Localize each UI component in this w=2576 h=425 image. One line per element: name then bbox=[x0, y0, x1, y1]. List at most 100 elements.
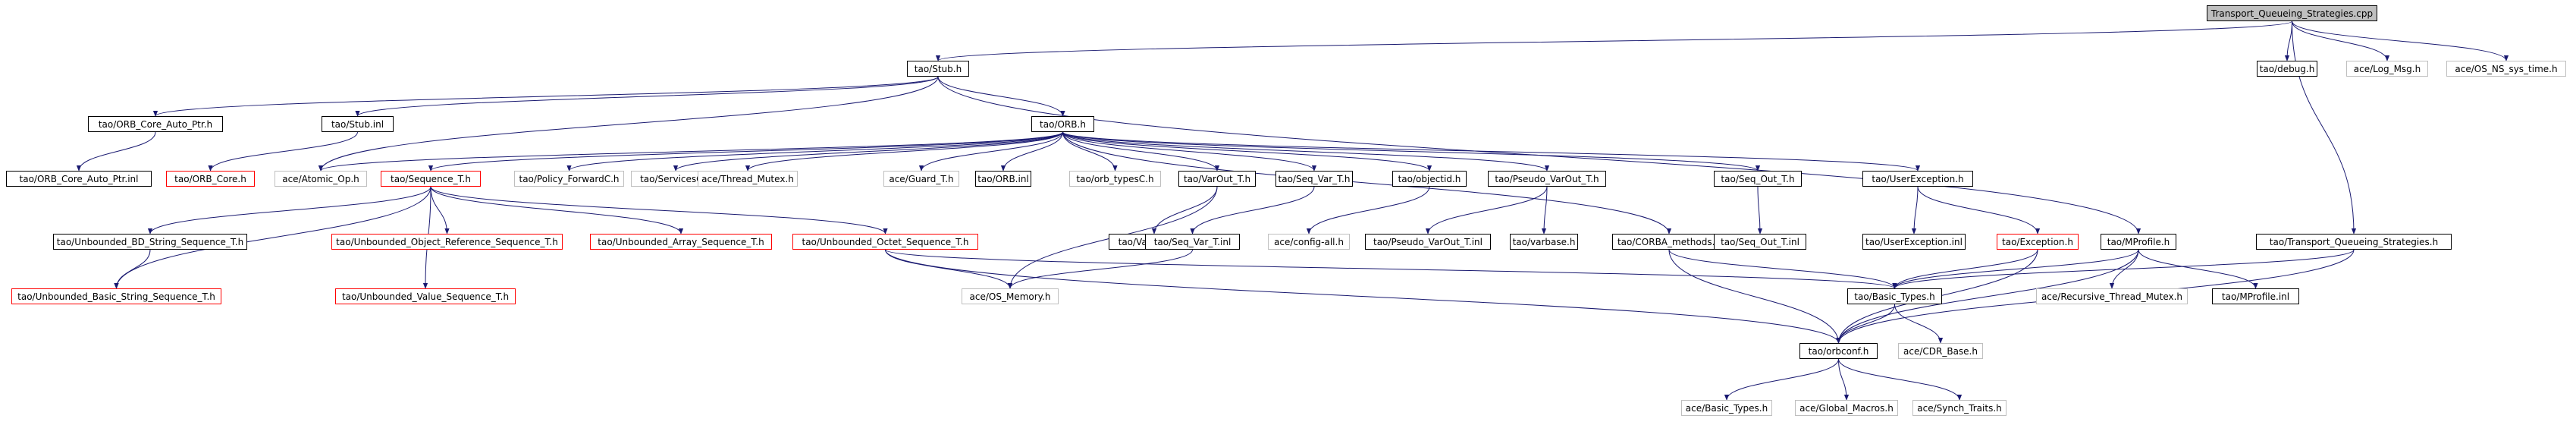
edge-pvarout-to-varbase bbox=[1541, 186, 1548, 235]
edge-orb_h-to-polfwd bbox=[566, 131, 1063, 172]
edge-orbconf-to-globm bbox=[1838, 358, 1850, 401]
edge-orb_h-to-thrmx bbox=[745, 131, 1063, 172]
edge-orb_h-to-seqT bbox=[428, 131, 1063, 172]
edge-orb_h-to-atomic bbox=[318, 131, 1063, 172]
edge-orb_h-to-corbam bbox=[1062, 131, 1672, 235]
node-ace-config-all-h: ace/config-all.h bbox=[1268, 234, 1350, 250]
node-tao-unbounded-object-reference-sequence-t-h[interactable]: tao/Unbounded_Object_Reference_Sequence_… bbox=[331, 234, 563, 250]
edge-stub_h-to-orb_h bbox=[937, 76, 1065, 117]
node-tao-mprofile-h[interactable]: tao/MProfile.h bbox=[2101, 234, 2176, 250]
edge-btypes-to-orbconf bbox=[1836, 304, 1895, 344]
edge-orbconf-to-acebt bbox=[1724, 358, 1839, 401]
node-tao-seq-var-t-inl[interactable]: tao/Seq_Var_T.inl bbox=[1145, 234, 1240, 250]
node-ace-log-msg-h: ace/Log_Msg.h bbox=[2346, 61, 2428, 77]
edge-seqout-to-seqoutinl bbox=[1757, 186, 1763, 235]
edge-orb_h-to-objid bbox=[1062, 131, 1432, 172]
edge-root-to-tqsh bbox=[2292, 20, 2357, 235]
edge-mprof-to-btypes bbox=[1892, 249, 2139, 289]
node-ace-thread-mutex-h: ace/Thread_Mutex.h bbox=[698, 171, 798, 187]
edge-orbconf-to-synch bbox=[1838, 358, 1963, 401]
node-tao-transport-queueing-strategies-h[interactable]: tao/Transport_Queueing_Strategies.h bbox=[2256, 234, 2452, 250]
node-tao-exception-h[interactable]: tao/Exception.h bbox=[1997, 234, 2079, 250]
edge-tqsh-to-btypes bbox=[1892, 249, 2355, 289]
edge-userex-to-userexinl bbox=[1911, 186, 1919, 235]
node-tao-orb-core-auto-ptr-h[interactable]: tao/ORB_Core_Auto_Ptr.h bbox=[88, 116, 223, 132]
node-tao-pseudo-varout-t-h[interactable]: tao/Pseudo_VarOut_T.h bbox=[1488, 171, 1606, 187]
node-tao-userexception-inl[interactable]: tao/UserException.inl bbox=[1862, 234, 1966, 250]
node-tao-orbconf-h[interactable]: tao/orbconf.h bbox=[1799, 343, 1878, 359]
node-ace-synch-traits-h: ace/Synch_Traits.h bbox=[1912, 400, 2007, 416]
node-tao-orb-typesc-h: tao/orb_typesC.h bbox=[1069, 171, 1161, 187]
node-tao-seq-out-t-h[interactable]: tao/Seq_Out_T.h bbox=[1714, 171, 1802, 187]
node-tao-orb-core-h[interactable]: tao/ORB_Core.h bbox=[166, 171, 255, 187]
edge-userex-to-excep bbox=[1917, 186, 2041, 235]
edge-uoct-to-orbconf bbox=[885, 249, 1841, 344]
edge-mprof-to-orbconf bbox=[1836, 249, 2139, 344]
node-tao-policy-forwardc-h: tao/Policy_ForwardC.h bbox=[514, 171, 624, 187]
edge-seqT-to-uobjref bbox=[430, 186, 450, 235]
node-tao-seq-var-t-h[interactable]: tao/Seq_Var_T.h bbox=[1275, 171, 1353, 187]
node-tao-pseudo-varout-t-inl[interactable]: tao/Pseudo_VarOut_T.inl bbox=[1365, 234, 1491, 250]
node-tao-basic-types-h[interactable]: tao/Basic_Types.h bbox=[1847, 288, 1942, 304]
node-tao-stub-h[interactable]: tao/Stub.h bbox=[907, 61, 969, 77]
edge-orb_h-to-guard bbox=[918, 131, 1063, 172]
edge-mprof-to-mprofinl bbox=[2138, 249, 2258, 289]
edge-root-to-ossys bbox=[2292, 20, 2509, 61]
node-tao-mprofile-inl[interactable]: tao/MProfile.inl bbox=[2212, 288, 2299, 304]
node-tao-orb-inl[interactable]: tao/ORB.inl bbox=[975, 171, 1031, 187]
node-tao-userexception-h[interactable]: tao/UserException.h bbox=[1862, 171, 1973, 187]
edge-stub_h-to-stubinl bbox=[355, 76, 939, 117]
edge-root-to-logmsg bbox=[2292, 20, 2390, 61]
edge-orb_h-to-seqvar bbox=[1062, 131, 1317, 172]
edge-seqvarinl-to-osmem bbox=[1007, 249, 1193, 289]
edge-root-to-stub_h bbox=[936, 20, 2292, 61]
edge-orb_h-to-userex bbox=[1062, 131, 1920, 172]
edge-seqT-to-ubds bbox=[147, 186, 431, 235]
node-ace-atomic-op-h: ace/Atomic_Op.h bbox=[275, 171, 367, 187]
node-ace-os-memory-h: ace/OS_Memory.h bbox=[962, 288, 1059, 304]
node-tao-unbounded-bd-string-sequence-t-h[interactable]: tao/Unbounded_BD_String_Sequence_T.h bbox=[53, 234, 247, 250]
edge-corbam-to-btypes bbox=[1668, 249, 1897, 289]
node-tao-unbounded-octet-sequence-t-h[interactable]: tao/Unbounded_Octet_Sequence_T.h bbox=[792, 234, 978, 250]
edge-orb_h-to-seqout bbox=[1062, 131, 1760, 172]
edge-corbam-to-orbconf bbox=[1668, 249, 1841, 344]
edge-orb_h-to-varout bbox=[1062, 131, 1220, 172]
node-tao-seq-out-t-inl[interactable]: tao/Seq_Out_T.inl bbox=[1714, 234, 1806, 250]
node-tao-debug-h[interactable]: tao/debug.h bbox=[2257, 61, 2317, 77]
edge-stub_h-to-orbcap bbox=[153, 76, 939, 117]
node-tao-varbase-h[interactable]: tao/varbase.h bbox=[1510, 234, 1578, 250]
node-ace-basic-types-h: ace/Basic_Types.h bbox=[1681, 400, 1772, 416]
node-ace-recursive-thread-mutex-h: ace/Recursive_Thread_Mutex.h bbox=[2036, 288, 2188, 304]
edge-seqT-to-ubstr bbox=[114, 186, 431, 289]
edge-orb_h-to-pvarout bbox=[1062, 131, 1550, 172]
edge-orbcap-to-orbcapi bbox=[76, 131, 156, 172]
node-tao-orb-core-auto-ptr-inl[interactable]: tao/ORB_Core_Auto_Ptr.inl bbox=[6, 171, 152, 187]
node-ace-os-ns-sys-time-h: ace/OS_NS_sys_time.h bbox=[2446, 61, 2566, 77]
node-tao-orb-h[interactable]: tao/ORB.h bbox=[1031, 116, 1094, 132]
edge-pvarout-to-pvoinl bbox=[1425, 186, 1548, 235]
node-tao-unbounded-value-sequence-t-h[interactable]: tao/Unbounded_Value_Sequence_T.h bbox=[335, 288, 516, 304]
edge-orb_h-to-orbtyp bbox=[1062, 131, 1118, 172]
node-tao-stub-inl[interactable]: tao/Stub.inl bbox=[322, 116, 394, 132]
node-ace-guard-t-h: ace/Guard_T.h bbox=[883, 171, 959, 187]
edge-uoct-to-osmem bbox=[885, 249, 1013, 289]
node-tao-unbounded-array-sequence-t-h[interactable]: tao/Unbounded_Array_Sequence_T.h bbox=[590, 234, 772, 250]
node-tao-objectid-h[interactable]: tao/objectid.h bbox=[1392, 171, 1467, 187]
edge-btypes-to-cdrb bbox=[1894, 304, 1944, 344]
node-ace-cdr-base-h: ace/CDR_Base.h bbox=[1898, 343, 1983, 359]
node-transport-queueing-strategies-cpp: Transport_Queueing_Strategies.cpp bbox=[2207, 5, 2377, 21]
edge-objid-to-cfgall bbox=[1306, 186, 1430, 235]
edge-stubinl-to-orbcore bbox=[208, 131, 358, 172]
edge-stub_h-to-atomic bbox=[318, 76, 939, 172]
edge-excep-to-btypes bbox=[1892, 249, 2038, 289]
node-tao-sequence-t-h[interactable]: tao/Sequence_T.h bbox=[381, 171, 481, 187]
edge-uoct-to-btypes bbox=[885, 249, 1897, 289]
node-tao-unbounded-basic-string-sequence-t-h[interactable]: tao/Unbounded_Basic_String_Sequence_T.h bbox=[11, 288, 221, 304]
node-tao-corba-methods-h[interactable]: tao/CORBA_methods.h bbox=[1612, 234, 1726, 250]
edge-seqvar-to-seqvarinl bbox=[1190, 186, 1315, 235]
node-tao-varout-t-h[interactable]: tao/VarOut_T.h bbox=[1178, 171, 1256, 187]
edge-orb_h-to-servc bbox=[673, 131, 1063, 172]
edge-ubds-to-ubstr bbox=[114, 249, 151, 289]
